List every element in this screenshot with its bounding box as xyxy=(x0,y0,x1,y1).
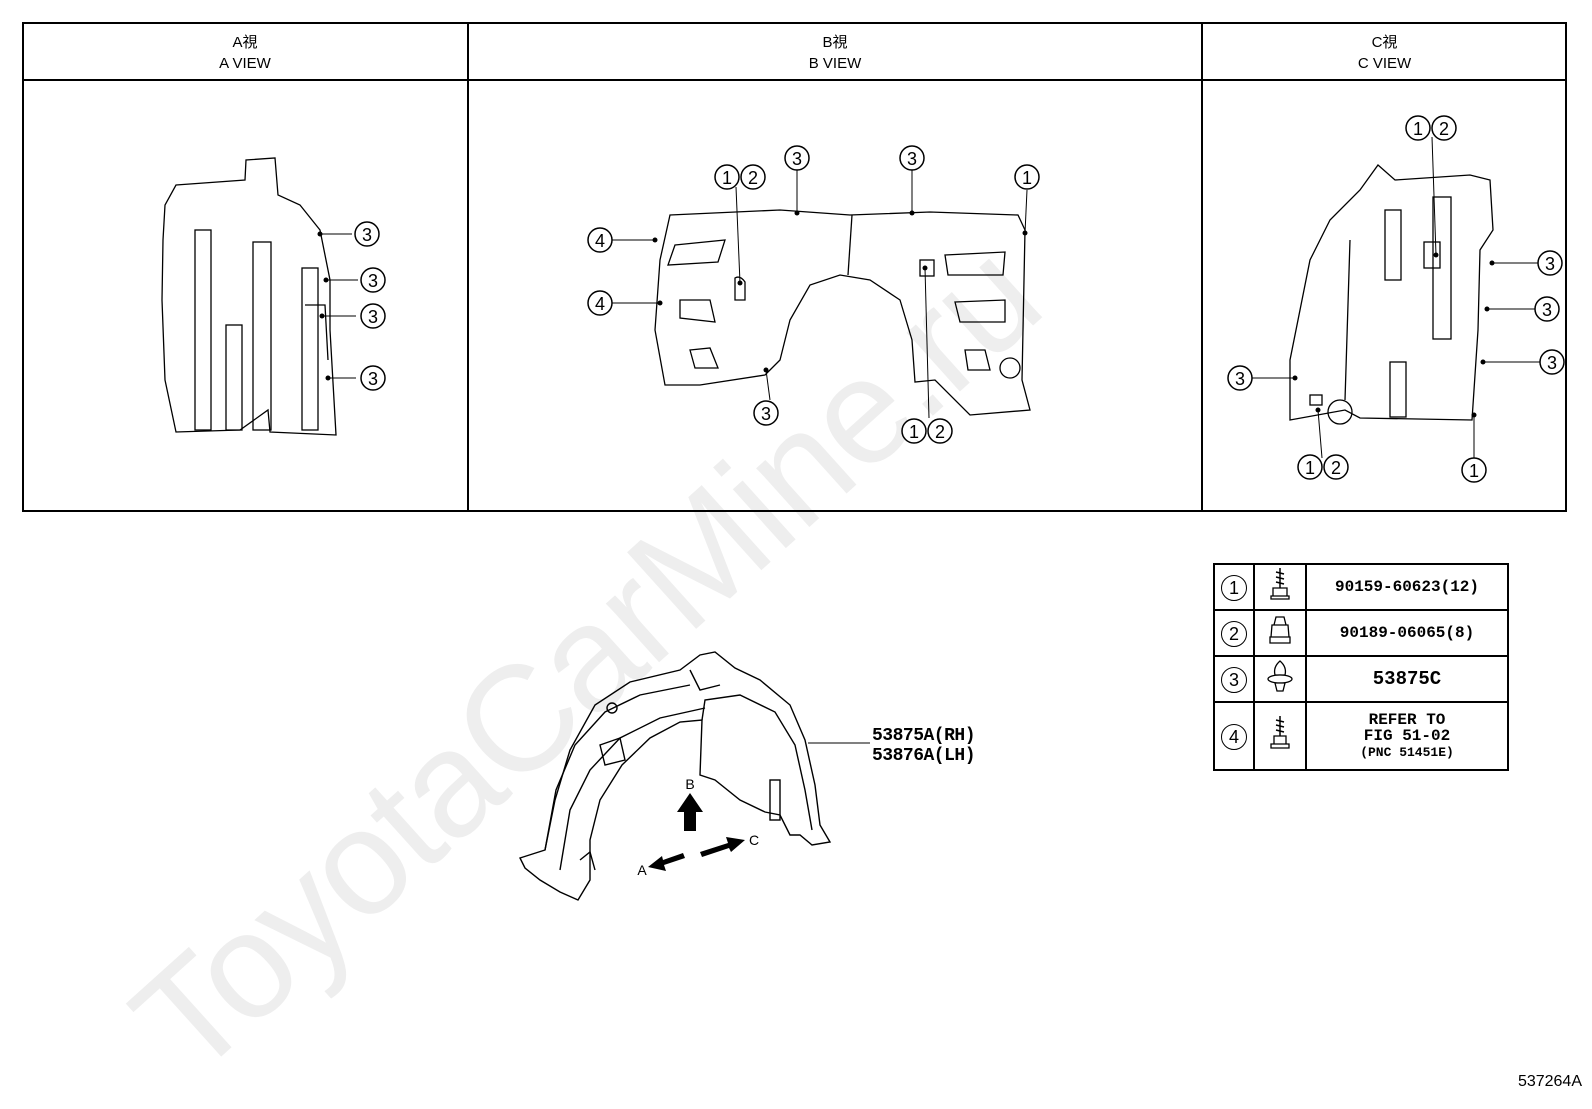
callout-1: 1 xyxy=(722,168,732,188)
callout-3: 3 xyxy=(368,307,378,327)
part-number-lh: 53876A(LH) xyxy=(872,746,976,766)
callout-2: 2 xyxy=(935,422,945,442)
callout-3: 3 xyxy=(1547,353,1557,373)
c-view-header: C視 C VIEW xyxy=(1202,32,1567,74)
legend-part-1: 90159-60623(12) xyxy=(1305,563,1509,611)
arrow-c-label: C xyxy=(749,832,759,848)
b-view-en: B VIEW xyxy=(808,55,862,72)
callout-1: 1 xyxy=(909,422,919,442)
c-view-en: C VIEW xyxy=(1357,55,1412,72)
a-view-header: A視 A VIEW xyxy=(22,32,468,74)
callout-2: 2 xyxy=(1439,119,1449,139)
callout-1: 1 xyxy=(1305,458,1315,478)
nut-icon xyxy=(1253,609,1307,657)
clip-icon xyxy=(1253,655,1307,703)
legend-ref-line3: (PNC 51451E) xyxy=(1360,744,1454,760)
bolt-icon xyxy=(1253,701,1307,771)
callout-3: 3 xyxy=(368,271,378,291)
a-view-en: A VIEW xyxy=(219,55,271,72)
callout-1: 1 xyxy=(1469,461,1479,481)
a-view-jp: A視 xyxy=(232,34,258,51)
legend-row: 3 53875C xyxy=(1213,655,1509,703)
figure-id: 537264A xyxy=(1517,1073,1582,1090)
legend-ref-line1: REFER TO xyxy=(1368,710,1446,729)
arrow-a-icon xyxy=(648,853,685,871)
arrow-b-label: B xyxy=(685,776,694,792)
callout-3: 3 xyxy=(907,149,917,169)
legend-row: 4 REFER TO FIG 51-02 (PNC 51451E) xyxy=(1213,701,1509,771)
callout-1: 1 xyxy=(1022,168,1032,188)
legend-part-4: REFER TO FIG 51-02 (PNC 51451E) xyxy=(1305,701,1509,771)
arrow-b-icon xyxy=(677,793,703,831)
screw-icon xyxy=(1253,563,1307,611)
views-frame xyxy=(22,22,1567,512)
callout-3: 3 xyxy=(1235,369,1245,389)
arrow-a-label: A xyxy=(637,862,647,878)
callout-3: 3 xyxy=(362,225,372,245)
legend-part-3: 53875C xyxy=(1305,655,1509,703)
fastener-legend: 1 90159-60623(12) 2 90189-06065(8) 3 538… xyxy=(1213,563,1509,771)
callout-1: 1 xyxy=(1413,119,1423,139)
legend-number-2: 2 xyxy=(1213,609,1255,657)
c-view-jp: C視 xyxy=(1371,34,1398,51)
callout-3: 3 xyxy=(1545,254,1555,274)
callout-3: 3 xyxy=(792,149,802,169)
b-view-jp: B視 xyxy=(822,34,848,51)
legend-number-3: 3 xyxy=(1213,655,1255,703)
legend-part-2: 90189-06065(8) xyxy=(1305,609,1509,657)
callout-3: 3 xyxy=(761,404,771,424)
legend-number-4: 4 xyxy=(1213,701,1255,771)
part-number-rh: 53875A(RH) xyxy=(872,726,976,746)
legend-number-1: 1 xyxy=(1213,563,1255,611)
b-view-header: B視 B VIEW xyxy=(468,32,1202,74)
callout-4: 4 xyxy=(595,231,605,251)
callout-4: 4 xyxy=(595,294,605,314)
callout-2: 2 xyxy=(1331,458,1341,478)
arrow-c-icon xyxy=(700,837,745,857)
callout-2: 2 xyxy=(748,168,758,188)
callout-3: 3 xyxy=(368,369,378,389)
legend-row: 1 90159-60623(12) xyxy=(1213,563,1509,611)
legend-ref-line2: FIG 51-02 xyxy=(1363,726,1451,745)
callout-3: 3 xyxy=(1542,300,1552,320)
legend-row: 2 90189-06065(8) xyxy=(1213,609,1509,657)
